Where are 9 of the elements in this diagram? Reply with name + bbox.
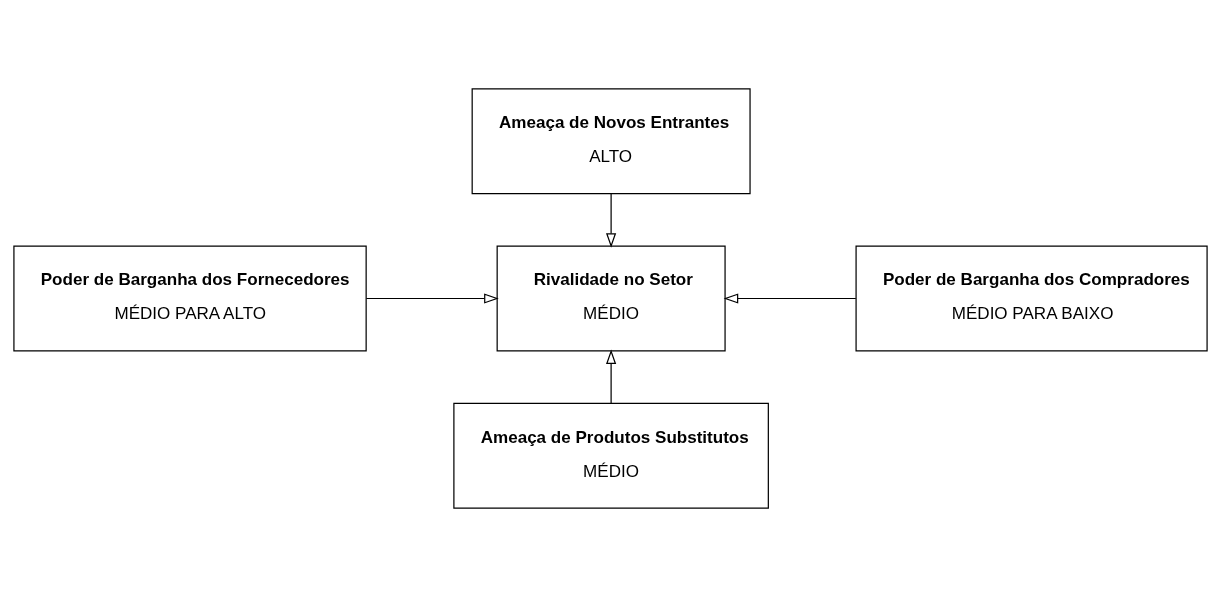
node-box: Rivalidade no Setor MÉDIO xyxy=(496,245,726,352)
arrow xyxy=(365,293,499,304)
arrow xyxy=(605,349,617,404)
node-box: Poder de Barganha dos Compradores MÉDIO PARA BAIXO xyxy=(855,245,1208,352)
node-box: Ameaça de Produtos Substitutos MÉDIO xyxy=(453,402,769,509)
node-box: Ameaça de Novos Entrantes ALTO xyxy=(471,88,751,195)
arrow xyxy=(605,193,617,248)
arrow xyxy=(723,293,857,304)
node-box: Poder de Barganha dos Fornecedores MÉDIO PARA ALTO xyxy=(13,245,367,352)
